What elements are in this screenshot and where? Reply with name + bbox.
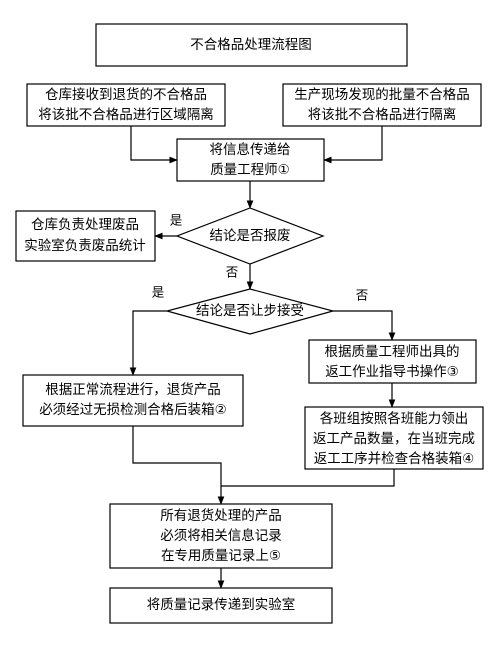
node-team-rework: 各班组按照各班能力领出 返工产品数量，在当班完成 返工工序并检查合格装箱④ <box>304 406 484 470</box>
edge-warehouse-to-notify <box>130 126 178 164</box>
node-record-line-2: 必须将相关信息记录 <box>160 527 282 544</box>
node-notify-line-1: 将信息传递给 <box>210 141 291 158</box>
node-scrap-handle-line-1: 仓库负责处理废品 <box>31 217 139 233</box>
node-warehouse: 仓库接收到退货的不合格品 将该批不合格品进行区域隔离 <box>26 83 226 127</box>
diagram-title: 不合格品处理流程图 <box>190 37 312 53</box>
node-scrap-handle: 仓库负责处理废品 实验室负责废品统计 <box>15 210 156 262</box>
node-transfer-text: 将质量记录传递到实验室 <box>147 596 296 613</box>
node-concession-decision-text: 结论是否让步接受 <box>196 302 304 319</box>
node-scrap-handle-line-2: 实验室负责废品统计 <box>24 237 146 254</box>
edge-concession-yes <box>129 310 167 376</box>
node-notify: 将信息传递给 质量工程师① <box>176 138 325 182</box>
node-concession-decision: 结论是否让步接受 <box>164 288 336 335</box>
node-record: 所有退货处理的产品 必须将相关信息记录 在专用质量记录上⑤ <box>109 503 333 569</box>
node-team-rework-line-1: 各班组按照各班能力领出 <box>320 411 469 427</box>
node-production-line-1: 生产现场发现的批量不合格品 <box>294 87 470 103</box>
node-normal-flow-line-2: 必须经过无损检测合格后装箱② <box>39 402 227 418</box>
node-record-line-3: 在专用质量记录上⑤ <box>161 548 281 564</box>
edge-label-scrap-yes: 是 <box>170 213 183 228</box>
node-rework-instruction-line-1: 根据质量工程师出具的 <box>325 344 460 360</box>
node-production: 生产现场发现的批量不合格品 将该批不合格品进行隔离 <box>282 83 482 127</box>
node-normal-flow: 根据正常流程进行，退货产品 必须经过无损检测合格后装箱② <box>22 374 244 427</box>
node-warehouse-line-2: 将该批不合格品进行区域隔离 <box>38 106 214 123</box>
node-team-rework-line-2: 返工产品数量，在当班完成 <box>313 431 475 447</box>
edge-label-concession-yes: 是 <box>152 285 165 300</box>
edge-normal-to-record <box>132 426 225 505</box>
edge-team-to-record <box>221 469 395 487</box>
node-scrap-decision: 结论是否报废 <box>175 207 325 265</box>
node-transfer: 将质量记录传递到实验室 <box>109 587 333 624</box>
node-normal-flow-line-1: 根据正常流程进行，退货产品 <box>45 381 221 398</box>
edge-concession-no <box>333 310 396 341</box>
edge-label-scrap-no: 否 <box>226 265 239 280</box>
node-record-line-1: 所有退货处理的产品 <box>160 507 282 524</box>
edge-label-concession-no: 否 <box>356 288 369 303</box>
node-scrap-decision-text: 结论是否报废 <box>210 228 291 244</box>
node-warehouse-line-1: 仓库接收到退货的不合格品 <box>45 86 207 103</box>
node-production-line-2: 将该批不合格品进行隔离 <box>308 106 457 123</box>
node-rework-instruction-line-2: 返工作业指导书操作③ <box>325 364 459 380</box>
edge-production-to-notify <box>323 126 383 164</box>
node-notify-line-2: 质量工程师① <box>210 162 290 178</box>
title-box: 不合格品处理流程图 <box>95 23 408 67</box>
node-rework-instruction: 根据质量工程师出具的 返工作业指导书操作③ <box>308 339 477 384</box>
node-team-rework-line-3: 返工工序并检查合格装箱④ <box>314 451 475 467</box>
